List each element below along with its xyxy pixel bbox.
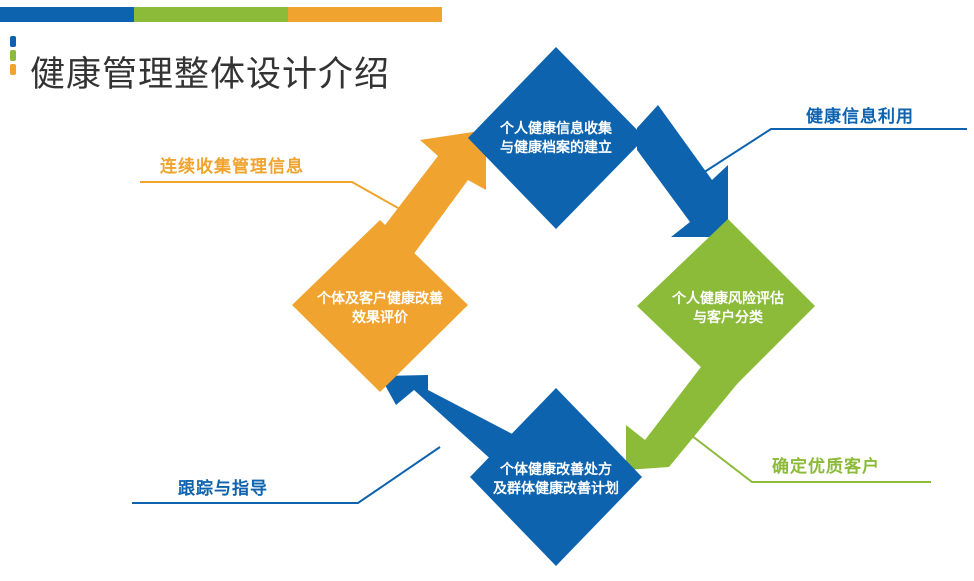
diamond-right <box>637 219 815 393</box>
node-top-line2: 与健康档案的建立 <box>500 139 612 155</box>
title-marker-green <box>10 50 16 61</box>
connector-health-info-use <box>691 128 967 181</box>
diamond-top <box>468 47 645 229</box>
title-marker-orange <box>10 64 16 75</box>
connector-quality-customers <box>686 431 931 483</box>
connector-continuous-collect <box>140 181 399 209</box>
node-left-line1: 个体及客户健康改善 <box>316 290 443 306</box>
top-color-bar <box>0 7 442 22</box>
node-right-line1: 个人健康风险评估 <box>671 290 784 306</box>
diamond-bottom <box>470 388 642 566</box>
arrow-blue-top-to-right <box>637 105 728 237</box>
arrow-blue-bottom-to-left <box>380 375 520 463</box>
arrow-green-right-to-bottom <box>626 350 742 470</box>
node-bottom-line2: 及群体健康改善计划 <box>493 480 619 496</box>
node-top-line1: 个人健康信息收集 <box>499 120 613 136</box>
node-bottom-line1: 个体健康改善处方 <box>499 461 612 477</box>
label-health-info-use: 健康信息利用 <box>806 107 914 127</box>
title-marker-blue <box>10 36 16 47</box>
node-right-line2: 与客户分类 <box>693 309 764 325</box>
label-track-guide: 跟踪与指导 <box>178 479 268 499</box>
top-bar-green <box>134 7 288 22</box>
top-bar-orange <box>288 7 442 22</box>
connector-track-guide <box>132 446 441 504</box>
top-bar-blue <box>0 7 134 22</box>
page-title: 健康管理整体设计介绍 <box>30 55 391 95</box>
diamond-left <box>292 220 468 392</box>
node-left-line2: 效果评价 <box>352 309 409 325</box>
label-continuous-collect: 连续收集管理信息 <box>160 157 304 177</box>
title-marker-icon <box>10 36 16 78</box>
label-quality-customers: 确定优质客户 <box>772 457 880 477</box>
